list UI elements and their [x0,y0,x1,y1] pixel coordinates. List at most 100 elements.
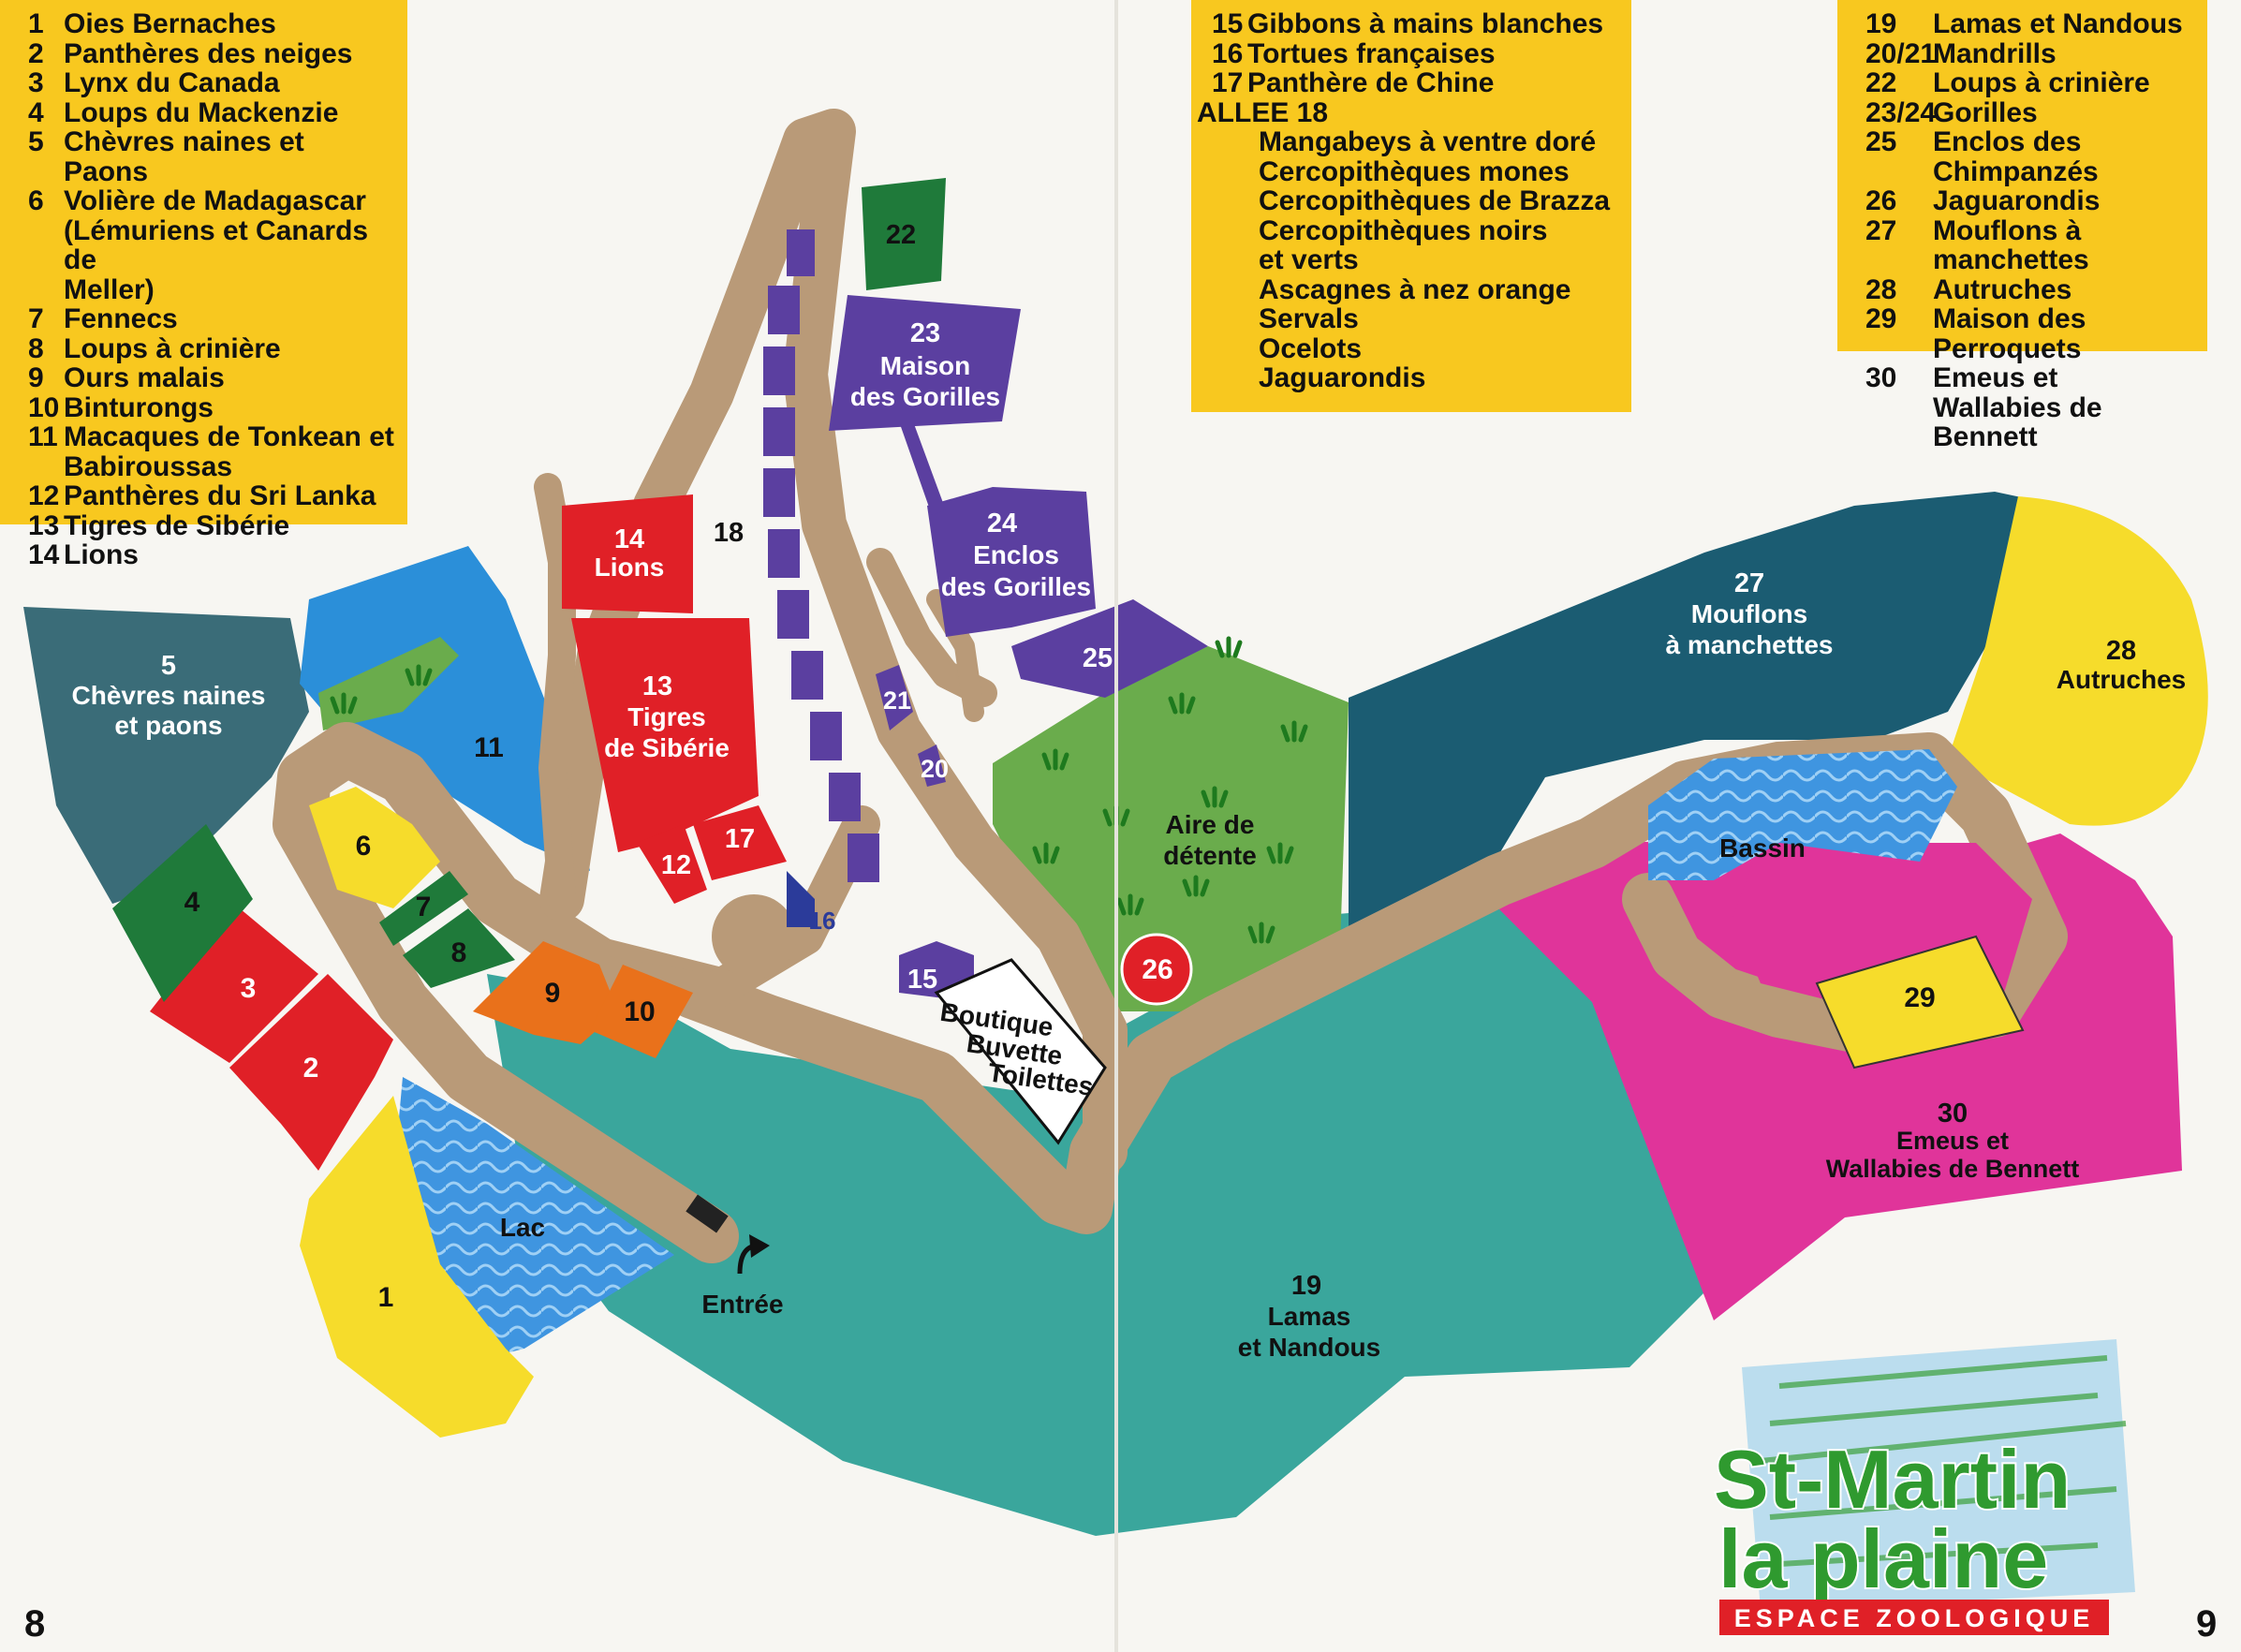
label-19-num: 19 [1291,1271,1321,1301]
label-24-line1: Enclos [973,540,1059,569]
legend-allee-title: ALLEE 18 [1197,96,1329,128]
label-9: 9 [545,978,561,1009]
legend-item-number: 17 [1212,67,1244,98]
legend-item-number: 9 [28,362,44,393]
legend-item-number: 2 [28,37,44,69]
legend-item-number: 15 [1212,8,1244,39]
enclosure-6[interactable] [309,787,440,908]
enclosure-detente[interactable] [993,646,1349,1011]
legend-allee-item: Cercopithèques noirs [1259,214,1548,246]
label-30-line1: Emeus et [1896,1127,2009,1155]
enclosure-1[interactable] [300,1096,534,1438]
label-23-line2: des Gorilles [850,382,1000,411]
logo-tag: ESPACE ZOOLOGIQUE [1734,1604,2095,1632]
bassin[interactable] [1648,749,1957,880]
entrance-gate[interactable] [686,1194,729,1233]
enclosure-8[interactable] [403,908,515,988]
label-entree: Entrée [701,1290,783,1319]
enclosure-11[interactable] [300,546,590,871]
enclosure-21[interactable] [876,665,913,730]
legend-item-label: Maison des Perroquets [1933,303,2086,364]
enclosure-14[interactable] [562,494,693,613]
enclosure-7[interactable] [379,871,468,946]
enclosure-28[interactable] [1948,496,2208,826]
legend-item-label: Loups à crinière [64,332,281,364]
enclosure-13[interactable] [571,618,759,852]
label-27-line1: Mouflons [1691,599,1807,628]
allee-18-cages [763,229,879,882]
label-5-line2: et paons [114,711,222,740]
enclosure-5 [23,607,309,904]
legend-item-label: Macaques de Tonkean et [64,421,394,452]
label-4: 4 [184,887,200,918]
legend-item-number: 22 [1865,67,1897,98]
legend-allee-item: Ascagnes à nez orange [1259,273,1571,305]
page-fold [1114,0,1118,1652]
legend-item-label: Panthère de Chine [1247,67,1495,98]
label-15: 15 [907,965,937,995]
legend-item: 22 Loups à crinière [1865,67,2194,98]
grass-tufts [330,636,1308,944]
enclosure-12[interactable] [637,824,707,904]
enclosure-10[interactable] [590,965,693,1058]
enclosure-16[interactable] [787,871,815,927]
enclosure-2[interactable] [229,974,393,1171]
legend-item-number: 7 [28,303,44,334]
legend-item-label: Enclos des Chimpanzés [1933,126,2099,187]
legend-item-number: 28 [1865,273,1897,305]
legend-item-label: Gorilles [1933,96,2038,128]
label-lac: Lac [500,1213,545,1242]
label-aire-line2: détente [1163,841,1257,870]
enclosure-17[interactable] [693,805,787,880]
logo-tag-box [1719,1600,2109,1635]
legend-item-label: Jaguarondis [1933,185,2101,216]
label-21: 21 [883,686,911,715]
enclosure-24[interactable] [927,487,1096,637]
enclosure-23[interactable] [829,295,1021,431]
legend-item-label: (Lémuriens et Canards de [64,214,369,275]
legend-item-number: 20/21 [1865,37,1937,69]
enclosure-9[interactable] [473,941,618,1044]
enclosure-29[interactable] [1815,935,2025,1069]
legend-item-number: 10 [28,391,60,423]
enclosure-25[interactable] [1011,599,1208,698]
legend-item-label: Lynx du Canada [64,67,280,98]
page-number-left: 8 [24,1603,46,1645]
label-20: 20 [921,755,949,783]
enclosure-3[interactable] [150,904,318,1063]
enclosure-27[interactable] [1349,492,2060,965]
enclosure-26[interactable] [1120,933,1193,1006]
enclosure-4[interactable] [112,824,253,1002]
label-19-line1: Lamas [1268,1302,1351,1331]
enclosure-20[interactable] [918,745,946,787]
logo: St-Martin la plaine ESPACE ZOOLOGIQUE [1712,1339,2135,1635]
legend-item-number: 30 [1865,362,1897,393]
legend-allee-item: Ocelots [1259,332,1363,364]
label-bassin: Bassin [1719,833,1806,863]
entrance-arrow-head-icon [749,1234,770,1258]
legend-item-label: Loups à crinière [1933,67,2150,98]
label-27-line2: à manchettes [1666,630,1834,659]
legend-allee-item: Cercopithèques de Brazza [1259,185,1611,216]
lac[interactable] [393,1077,674,1358]
label-29: 29 [1904,982,1935,1013]
enclosure-22[interactable] [862,178,946,290]
label-1: 1 [378,1282,394,1313]
legend-item-number: 14 [28,539,60,570]
boutique-building[interactable] [934,958,1107,1145]
label-30-num: 30 [1938,1099,1968,1128]
logo-scribble [1742,1339,2135,1611]
